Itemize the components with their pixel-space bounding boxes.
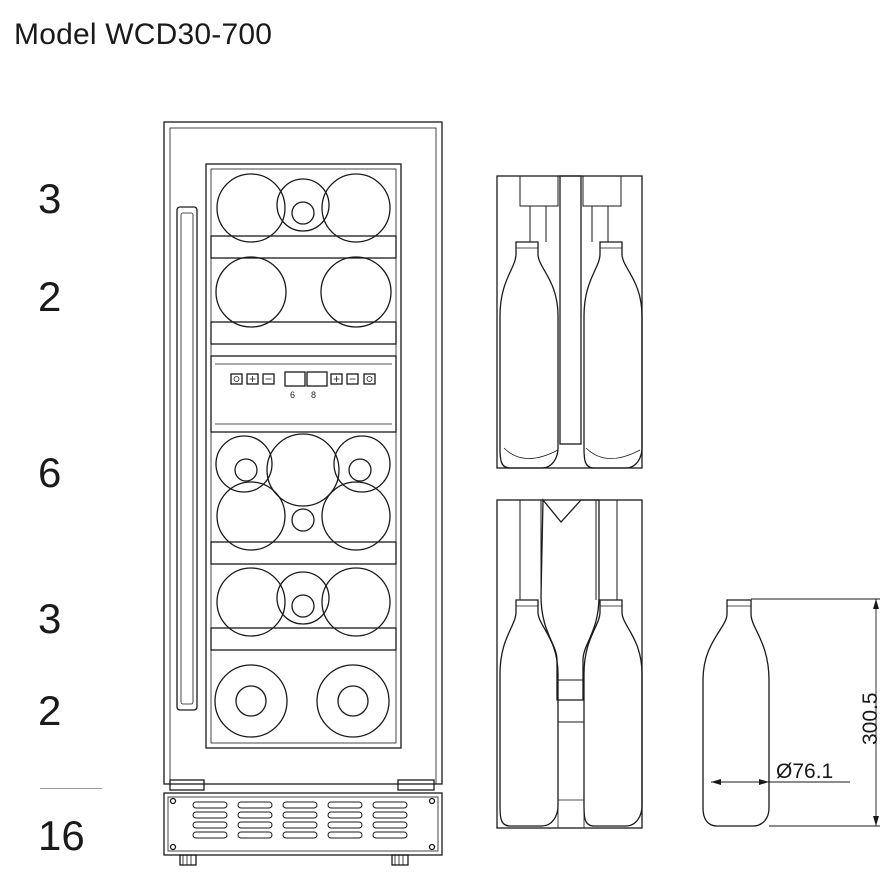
shelf-5-bottles xyxy=(214,664,390,738)
leveling-feet xyxy=(179,854,409,866)
glass-door-inner xyxy=(210,168,397,744)
shelf-rail-2 xyxy=(210,321,397,345)
hinge-right xyxy=(397,779,435,791)
total-count: 16 xyxy=(38,812,85,859)
height-label: 300.5 xyxy=(859,692,882,745)
side-view-frame-top xyxy=(496,175,643,469)
light-button-icon xyxy=(363,373,376,385)
hinge-left xyxy=(169,779,205,791)
shelf-count-3: 6 xyxy=(38,449,62,496)
center-divider xyxy=(559,175,582,445)
plus-button-icon-left xyxy=(246,373,259,385)
display-left xyxy=(284,371,306,387)
cabinet-inner-frame xyxy=(169,127,437,785)
display-right xyxy=(306,371,328,387)
shelf-count-2: 2 xyxy=(38,273,62,320)
door-handle xyxy=(176,206,198,711)
control-panel: 6 8 xyxy=(230,371,376,400)
bottle-left xyxy=(499,241,559,469)
bottle-right xyxy=(583,241,643,469)
minus-button-icon-left xyxy=(262,373,275,385)
shelf-count-1: 3 xyxy=(38,175,62,222)
bottle-dimension-view: Ø76.1 300.5 xyxy=(702,598,882,827)
door-handle-inner xyxy=(180,212,194,705)
shelf-count-5: 2 xyxy=(38,687,62,734)
glass-door-frame xyxy=(205,163,402,749)
plus-button-icon-right xyxy=(330,373,343,385)
side-view-frame-bottom xyxy=(496,499,643,829)
shelf-1-bottles xyxy=(216,173,391,243)
shelf-rail-3 xyxy=(210,541,397,565)
shelf-rail-4 xyxy=(210,627,397,651)
bottle-right-lower xyxy=(583,599,643,827)
shelf-count-4: 3 xyxy=(38,595,62,642)
zone-divider xyxy=(210,355,397,433)
side-view-two-bottles xyxy=(496,175,643,469)
panel-digit-right: 8 xyxy=(311,390,316,400)
total-divider xyxy=(40,788,102,789)
diameter-label: Ø76.1 xyxy=(776,760,833,783)
wine-cooler-front: 6 8 xyxy=(163,121,443,866)
vent-grille xyxy=(192,801,408,839)
shelf-rail-1 xyxy=(210,235,397,259)
shelf-4-bottles xyxy=(216,567,391,637)
bottle-left-lower xyxy=(499,599,559,827)
side-view-three-bottles xyxy=(496,498,643,829)
kick-plate xyxy=(163,792,443,856)
panel-digit-left: 6 xyxy=(290,390,295,400)
shelf-3-bottles xyxy=(215,433,391,551)
minus-button-icon-right xyxy=(346,373,359,385)
bottle-inverted-center xyxy=(540,498,600,701)
reference-bottle xyxy=(702,599,770,827)
model-title: Model WCD30-700 xyxy=(14,18,273,51)
power-button-icon xyxy=(230,373,243,385)
shelf-2-bottles xyxy=(215,256,392,328)
